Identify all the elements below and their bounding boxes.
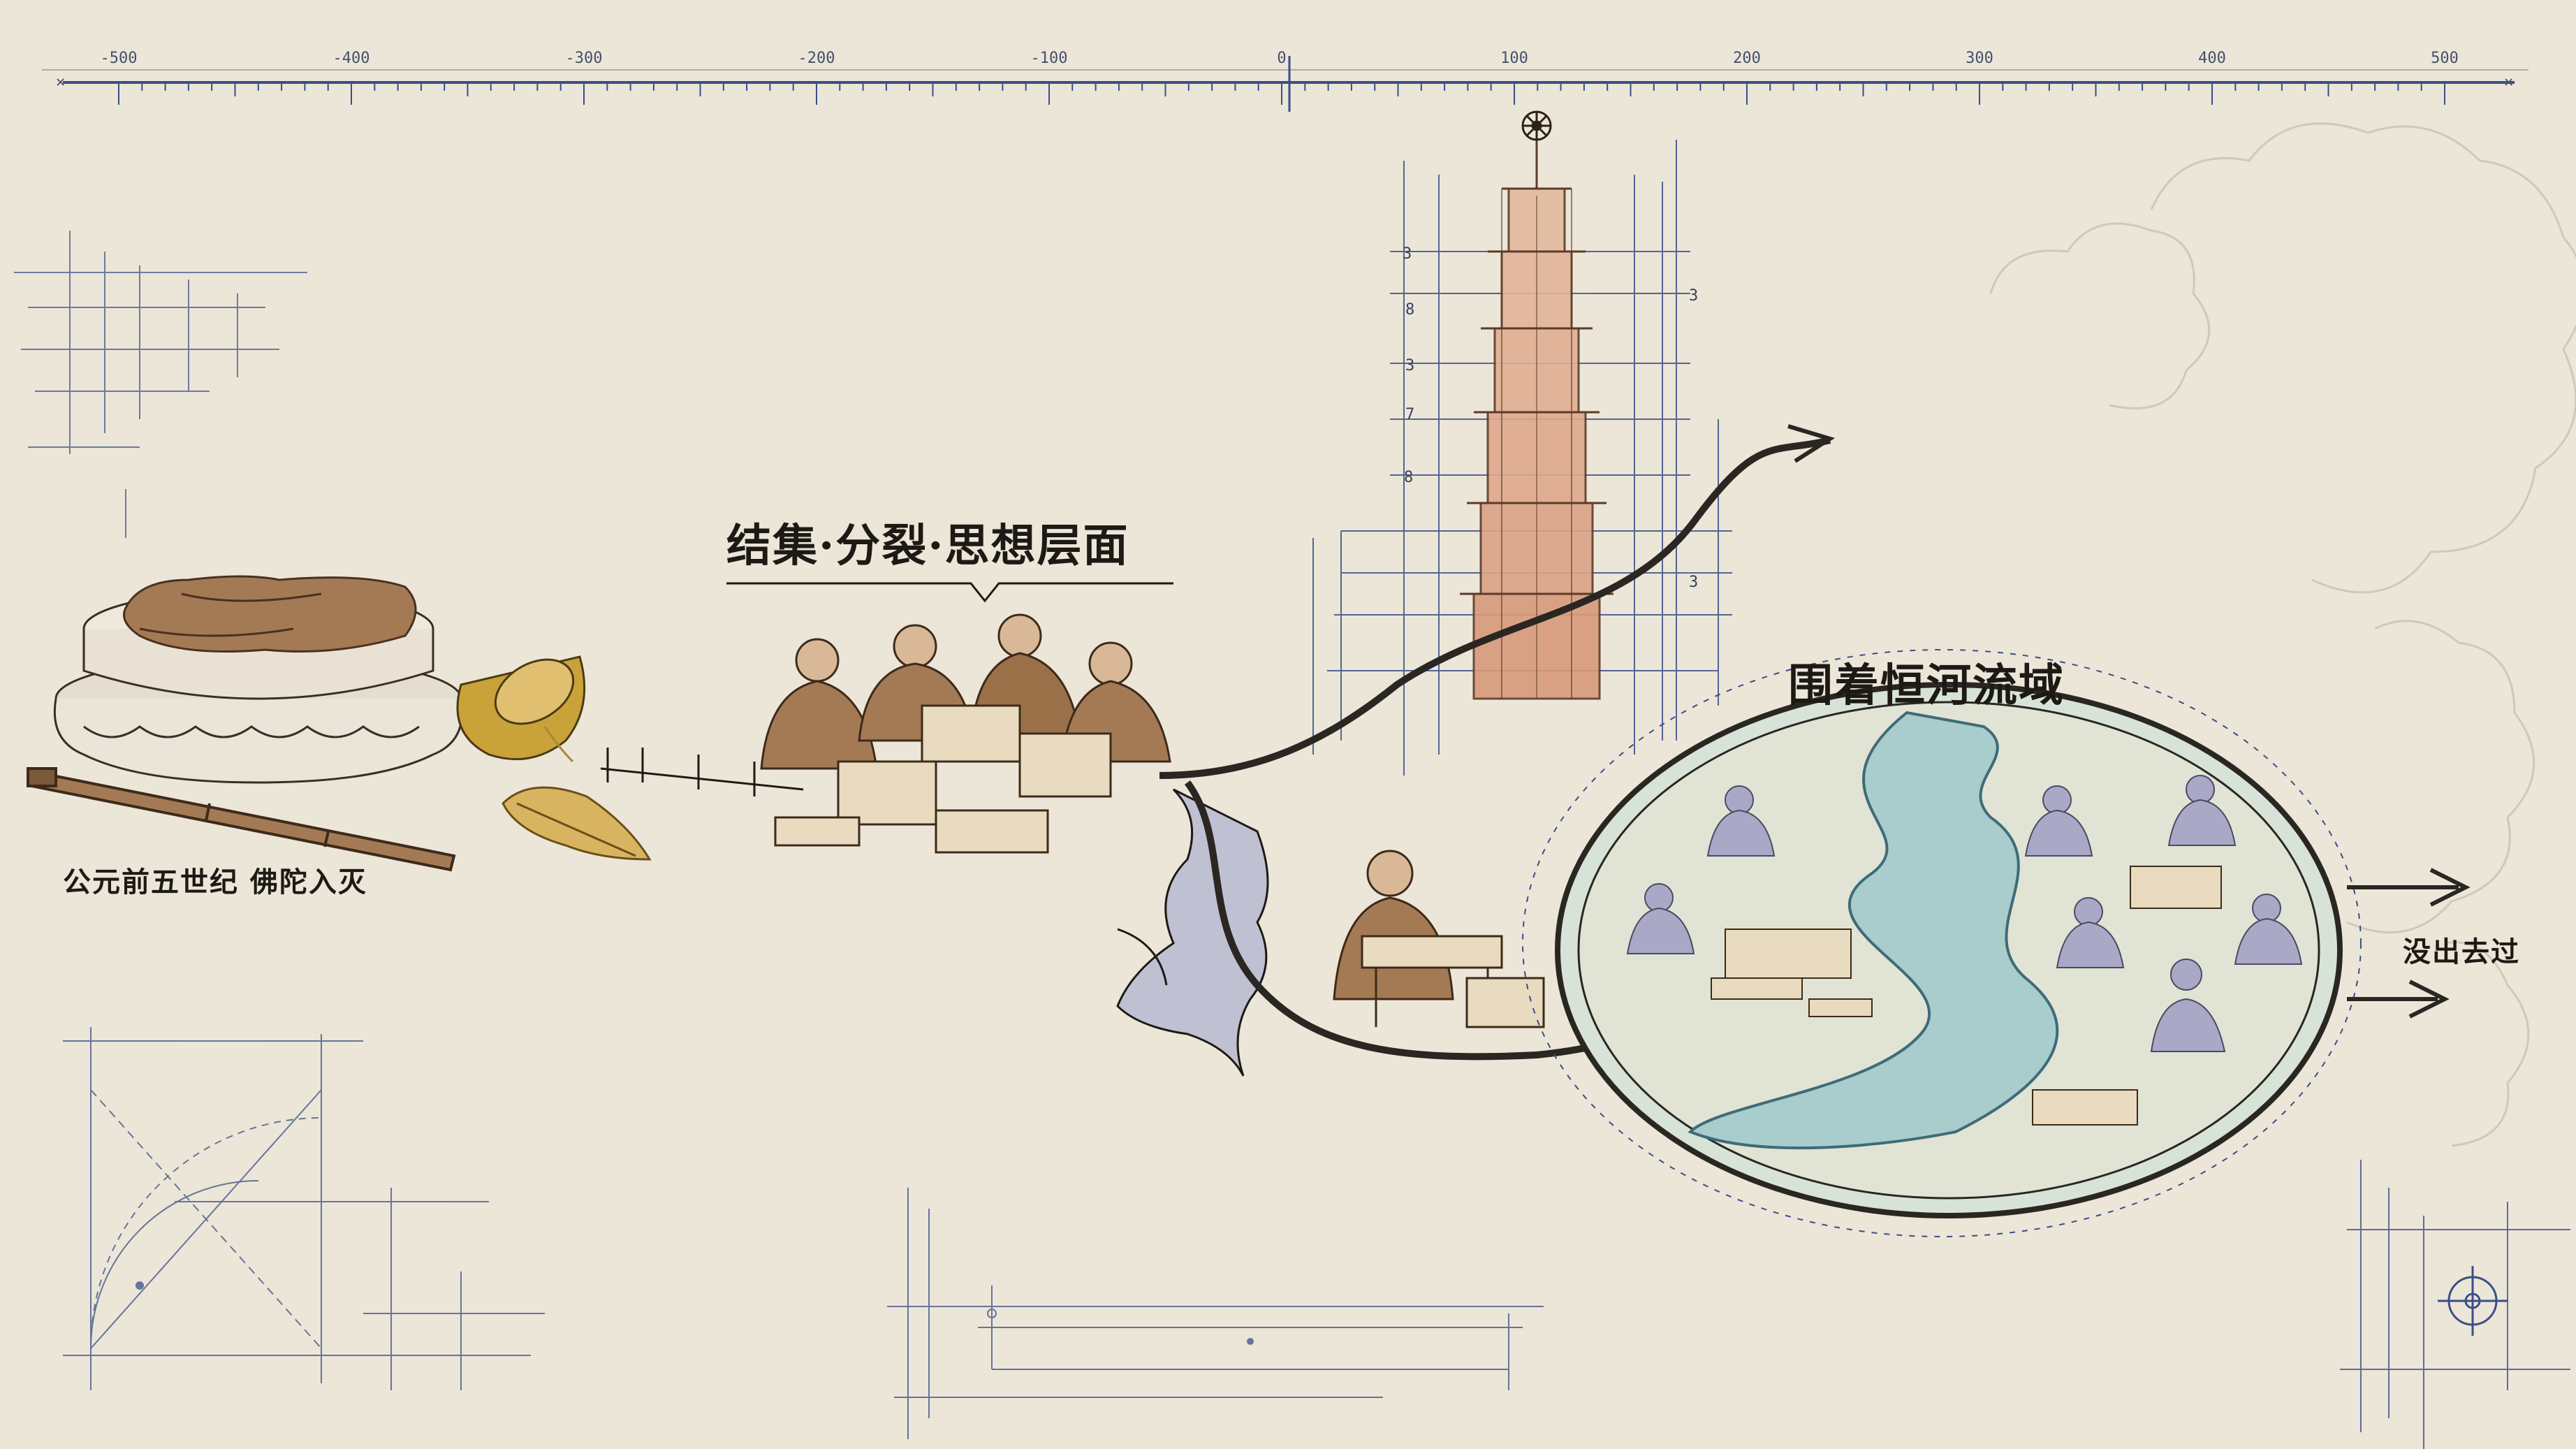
bodhi-leaf-icon: [502, 786, 652, 861]
monk-icon: [2056, 897, 2125, 968]
cloud-sketch: [1989, 122, 2576, 1147]
ruler-tick-label: 500: [2431, 50, 2459, 67]
pagoda-mark: 3: [1689, 574, 1698, 591]
path-to-pagoda: [1159, 437, 1831, 779]
council-monks: [760, 613, 1171, 854]
origin-label: 公元前五世纪 佛陀入灭: [63, 866, 367, 898]
ruler-tick-label: -200: [798, 50, 835, 67]
golden-bowl-icon: [456, 655, 586, 763]
monk-icon: [2024, 785, 2093, 857]
ravine: [1116, 788, 1269, 1077]
crosshair-icon: [2438, 1266, 2508, 1336]
pagoda-mark: 3: [1405, 357, 1414, 374]
scroll-icon: [1711, 866, 2222, 1126]
ruler-tick-label: 0: [1277, 50, 1286, 67]
monk-icon: [2234, 894, 2303, 965]
pagoda-mark: 7: [1405, 406, 1414, 423]
arrowhead: [1787, 424, 1836, 463]
ruler-tick-label: -500: [101, 50, 138, 67]
blueprint-geometry-bottom-left: [63, 1027, 545, 1390]
blueprint-frame-bottom-center: [887, 1188, 1544, 1439]
pagoda-mark: 3: [1403, 245, 1412, 263]
staff-icon: [27, 767, 456, 872]
pagoda-mark: 8: [1405, 301, 1414, 319]
monk-icon: [1626, 883, 1695, 954]
blueprint-grid-left: [14, 231, 307, 538]
ganges-label: 围着恒河流域: [1788, 660, 2065, 712]
svg-text:✕: ✕: [56, 73, 65, 91]
svg-text:✕: ✕: [2504, 73, 2513, 91]
ruler-tick-label: -300: [566, 50, 603, 67]
monk-icon: [1333, 850, 1454, 1000]
ruler-tick-label: 400: [2198, 50, 2226, 67]
never-left-label: 没出去过: [2403, 935, 2520, 968]
pagoda-dimension-marks: 3 3 8 3 7 8 3: [1403, 245, 1698, 591]
councils-label: 结集·分裂·思想层面: [726, 520, 1129, 572]
blueprint-frame-bottom-right: [2340, 1160, 2570, 1449]
writing-monk: [1333, 850, 1545, 1028]
timeline-ruler: -500 -400 -300 -200 -100 0 100 200 300 400 500 ✕ ✕: [42, 50, 2529, 112]
monk-icon-group: [1626, 775, 2303, 1052]
scroll-icon: [774, 704, 1112, 854]
ganges-river: [1688, 711, 2059, 1150]
monk-icon: [1706, 785, 1776, 857]
ruler-tick-label: 100: [1500, 50, 1528, 67]
councils-brace: [726, 582, 1173, 603]
pagoda-mark: 3: [1689, 287, 1698, 305]
ruler-tick-label: 200: [1733, 50, 1761, 67]
pagoda-mark: 8: [1404, 469, 1413, 486]
folded-robe-icon: [123, 575, 417, 653]
dharma-wheel-icon: [1521, 110, 1552, 141]
path-segment: [600, 748, 804, 796]
ruler-tick-label: -400: [333, 50, 370, 67]
ruler-tick-label: -100: [1031, 50, 1068, 67]
monk-icon: [760, 638, 878, 770]
ruler-tick-label: 300: [1966, 50, 1993, 67]
monk-icon: [2167, 775, 2237, 846]
monk-icon: [2150, 959, 2226, 1052]
scroll-icon: [1465, 977, 1545, 1028]
pagoda-scaffold: [1312, 140, 1732, 776]
ganges-enclosure: [1522, 649, 2362, 1237]
pagoda-icon: [1460, 140, 1613, 700]
outgoing-arrows: [2347, 868, 2471, 1019]
